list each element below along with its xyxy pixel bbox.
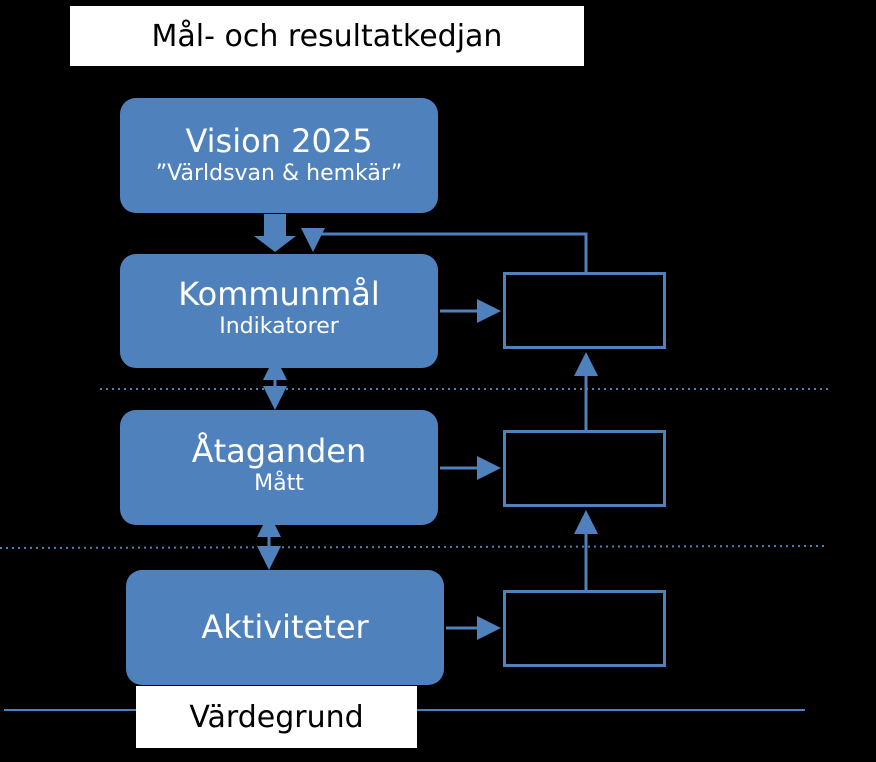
aktiviteter-node: Aktiviteter [126,570,444,685]
kommunmal-title: Kommunmål [178,275,380,314]
kommunmal-subtitle: Indikatorer [219,314,339,340]
vision-node: Vision 2025 ”Världsvan & hemkär” [120,98,438,213]
separator-line-lower [0,545,829,549]
diagram-title-text: Mål- och resultatkedjan [151,18,503,54]
feedback-loop-connector [301,228,588,272]
result-box-kommunmal [503,272,666,349]
aktiviteter-title: Aktiviteter [201,608,369,647]
vision-title: Vision 2025 [185,121,373,160]
ataganden-node: Åtaganden Mått [120,410,438,525]
kommunmal-node: Kommunmål Indikatorer [120,254,438,368]
diagram-title: Mål- och resultatkedjan [70,6,584,66]
foundation-label-text: Värdegrund [189,699,364,735]
ataganden-subtitle: Mått [254,470,304,496]
ataganden-title: Åtaganden [191,431,367,470]
result-box-aktiviteter [503,590,666,667]
result-box-ataganden [503,430,666,507]
vision-to-kommunmal-arrow [254,214,296,252]
vision-subtitle: ”Världsvan & hemkär” [155,160,403,186]
foundation-label: Värdegrund [136,686,417,748]
